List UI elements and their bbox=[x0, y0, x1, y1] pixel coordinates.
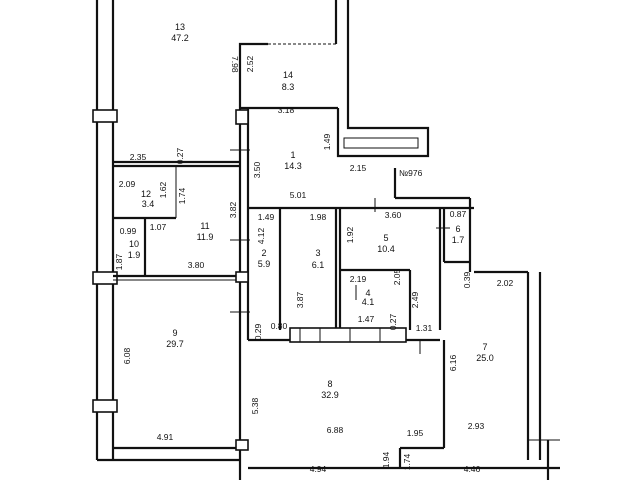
room-10-area: 1.9 bbox=[128, 250, 141, 260]
dimension-label: 1.62 bbox=[158, 181, 168, 198]
dimension-label: 1.49 bbox=[322, 133, 332, 150]
room-6-number: 6 bbox=[455, 224, 460, 234]
dimension-label: 3.18 bbox=[278, 105, 295, 115]
dimension-label: 0.99 bbox=[120, 226, 137, 236]
dimension-label: 0.29 bbox=[253, 323, 263, 340]
dimension-label: 7.98 bbox=[230, 56, 240, 73]
dimension-label: 3.87 bbox=[295, 291, 305, 308]
dimension-label: 2.35 bbox=[130, 152, 147, 162]
dimension-label: 2.19 bbox=[350, 274, 367, 284]
dimension-labels: 7.98 2.52 3.18 1.49 2.35 0.27 3.50 2.15 … bbox=[114, 55, 514, 474]
dimension-label: 2.93 bbox=[468, 421, 485, 431]
room-7-area: 25.0 bbox=[476, 353, 494, 363]
room-labels: 13 47.2 14 8.3 1 14.3 12 3.4 11 11.9 10 … bbox=[128, 22, 494, 400]
room-14-number: 14 bbox=[283, 70, 293, 80]
dimension-label: 1.07 bbox=[150, 222, 167, 232]
dimension-label: 2.05 bbox=[392, 268, 402, 285]
dimension-label: 5.38 bbox=[250, 397, 260, 414]
room-10-number: 10 bbox=[129, 239, 139, 249]
room-1-area: 14.3 bbox=[284, 161, 302, 171]
room-9-area: 29.7 bbox=[166, 339, 184, 349]
dimension-label: 0.39 bbox=[462, 271, 472, 288]
room-4-area: 4.1 bbox=[362, 297, 375, 307]
room-9-number: 9 bbox=[172, 328, 177, 338]
room-13-area: 47.2 bbox=[171, 33, 189, 43]
room-11-number: 11 bbox=[200, 221, 209, 231]
dimension-label: 4.12 bbox=[256, 227, 266, 244]
dimension-label: 1.31 bbox=[416, 323, 433, 333]
dimension-label: 0.27 bbox=[175, 147, 185, 164]
dimension-label: 1.74 bbox=[402, 453, 412, 470]
dimension-label: 4.46 bbox=[464, 464, 481, 474]
room-6-area: 1.7 bbox=[452, 235, 465, 245]
dimension-label: 6.16 bbox=[448, 354, 458, 371]
dimension-label: 6.88 bbox=[327, 425, 344, 435]
outer-walls bbox=[92, 0, 560, 480]
dimension-label: 1.74 bbox=[177, 187, 187, 204]
room-2-number: 2 bbox=[261, 248, 266, 258]
room-5-number: 5 bbox=[383, 233, 388, 243]
central-walls bbox=[248, 168, 474, 468]
room-8-area: 32.9 bbox=[321, 390, 339, 400]
room-4-number: 4 bbox=[365, 288, 370, 298]
dimension-label: 0.80 bbox=[271, 321, 288, 331]
dimension-label: 1.47 bbox=[358, 314, 375, 324]
dimension-label: 0.87 bbox=[450, 209, 467, 219]
room-13-number: 13 bbox=[175, 22, 185, 32]
dimension-label: 1.87 bbox=[114, 253, 124, 270]
openings bbox=[230, 109, 560, 451]
dimension-label: 1.92 bbox=[345, 226, 355, 243]
dimension-label: 1.95 bbox=[407, 428, 424, 438]
dimension-label: 3.50 bbox=[252, 161, 262, 178]
dimension-label: 2.02 bbox=[497, 278, 514, 288]
dimension-label: 4.94 bbox=[310, 464, 327, 474]
number-label: №976 bbox=[399, 168, 423, 178]
dimension-label: 3.60 bbox=[385, 210, 402, 220]
dimension-label: 5.01 bbox=[290, 190, 307, 200]
room-12-area: 3.4 bbox=[142, 199, 155, 209]
room-1-number: 1 bbox=[290, 150, 295, 160]
room-2-area: 5.9 bbox=[258, 259, 271, 269]
dimension-label: 2.49 bbox=[410, 291, 420, 308]
dimension-label: 4.91 bbox=[157, 432, 174, 442]
dimension-label: 1.98 bbox=[310, 212, 327, 222]
room-3-number: 3 bbox=[315, 248, 320, 258]
room-14-area: 8.3 bbox=[282, 82, 295, 92]
dimension-label: 1.94 bbox=[381, 451, 391, 468]
dimension-label: 6.08 bbox=[122, 347, 132, 364]
room-5-area: 10.4 bbox=[377, 244, 395, 254]
room-12-number: 12 bbox=[141, 189, 151, 199]
room-11-area: 11.9 bbox=[197, 232, 214, 242]
dimension-label: 3.80 bbox=[188, 260, 205, 270]
dimension-label: 2.52 bbox=[245, 55, 255, 72]
room-3-area: 6.1 bbox=[312, 260, 325, 270]
dimension-label: 1.49 bbox=[258, 212, 275, 222]
dimension-label: 2.09 bbox=[119, 179, 136, 189]
dimension-label: 0.27 bbox=[388, 313, 398, 330]
room-8-number: 8 bbox=[327, 379, 332, 389]
room-7-number: 7 bbox=[482, 342, 487, 352]
dimension-label: 3.82 bbox=[228, 201, 238, 218]
dimension-label: 2.15 bbox=[350, 163, 367, 173]
